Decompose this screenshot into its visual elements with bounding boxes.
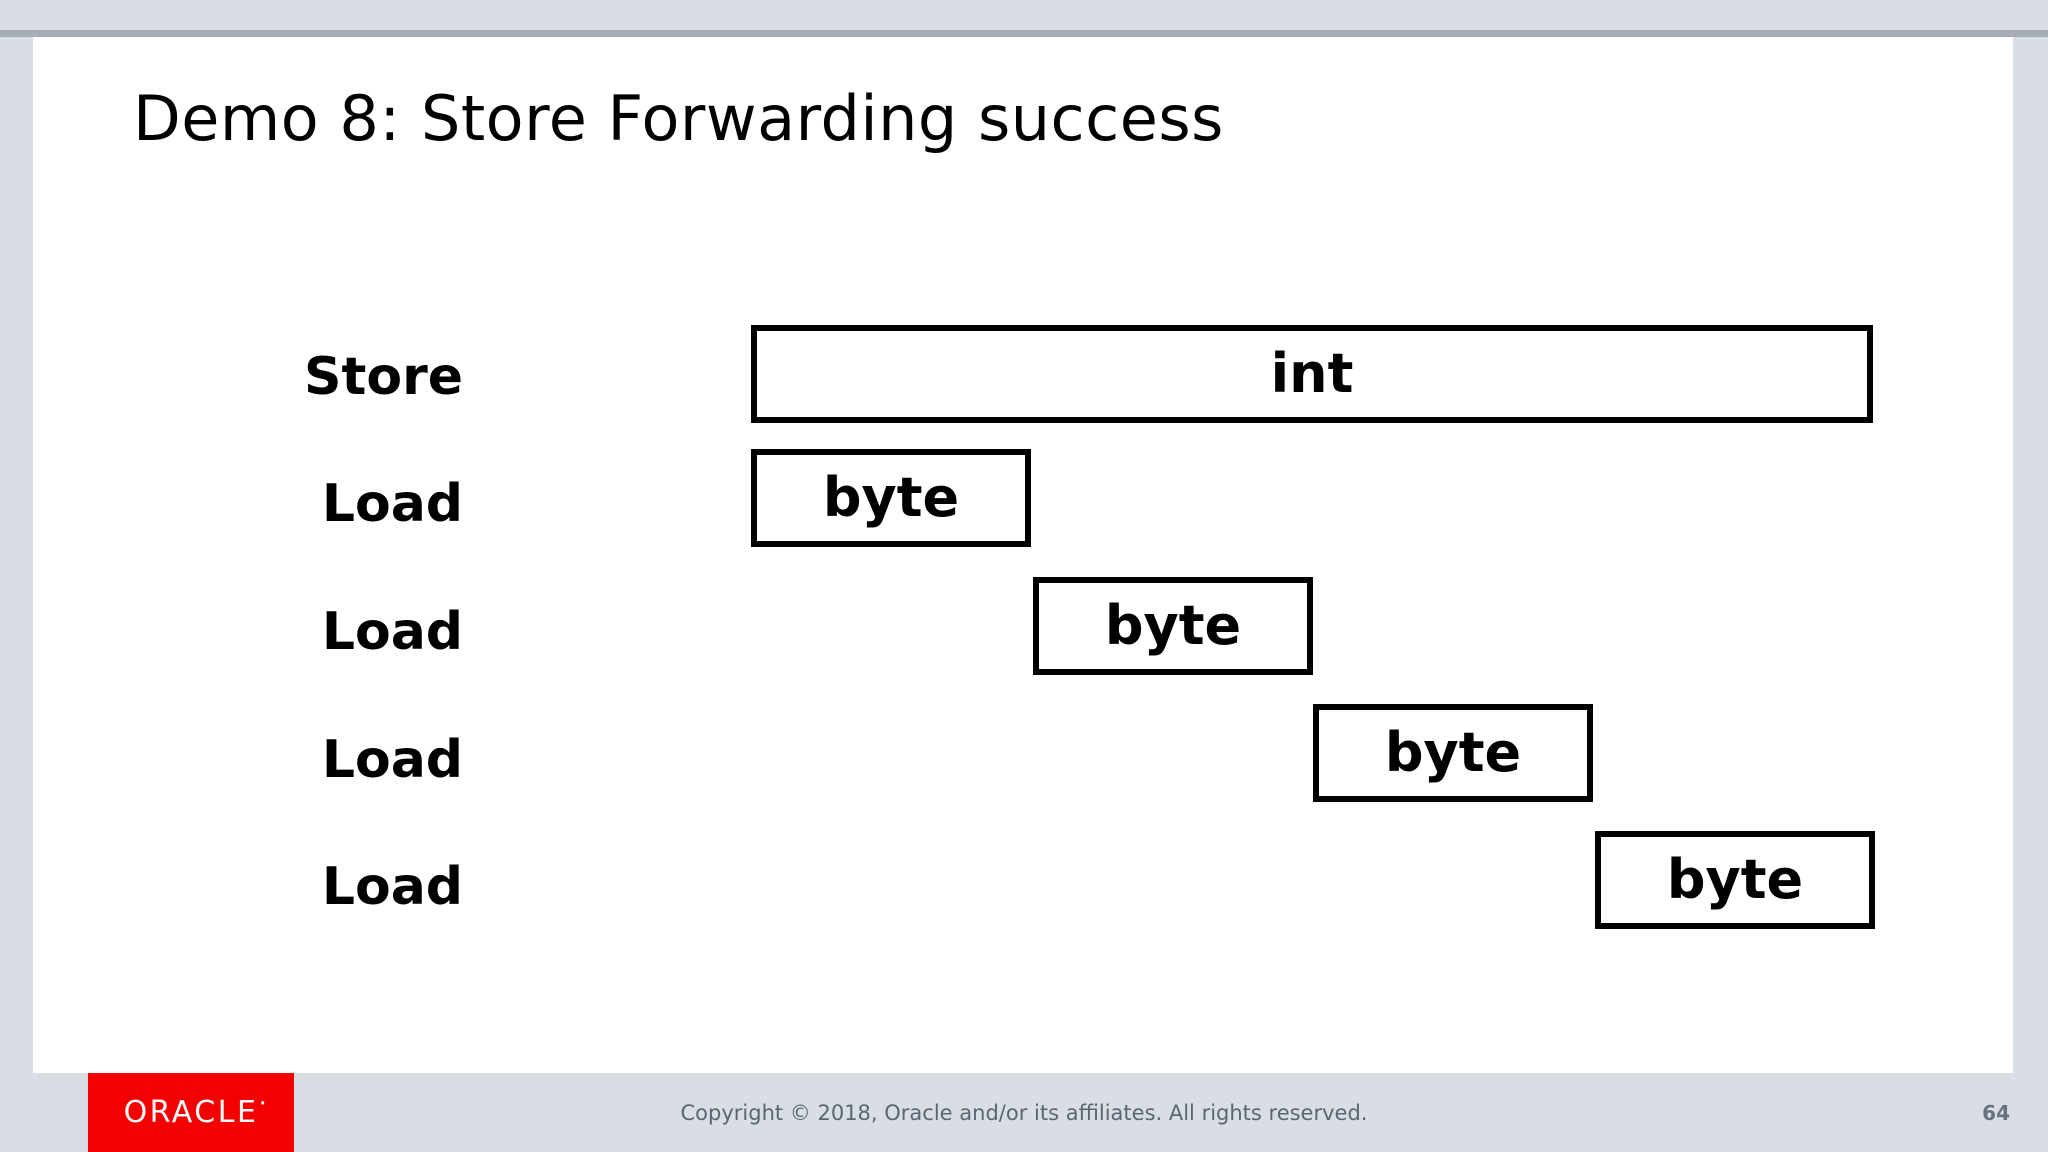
oracle-logo: ORACLE [88, 1073, 294, 1152]
row-label-load-3: Load [321, 730, 463, 790]
memory-box-label: byte [822, 466, 960, 529]
memory-box-label: byte [1384, 721, 1522, 784]
oracle-logo-text: ORACLE [124, 1089, 270, 1130]
memory-box-byte-3: byte [1313, 704, 1593, 802]
row-label-load-4: Load [321, 857, 463, 917]
copyright-text: Copyright © 2018, Oracle and/or its affi… [680, 1100, 1368, 1125]
row-label-load-2: Load [321, 602, 463, 662]
memory-box-byte-4: byte [1595, 831, 1875, 929]
memory-box-byte-1: byte [751, 449, 1031, 547]
memory-box-label: int [1270, 342, 1354, 405]
top-divider-rule [0, 30, 2048, 37]
slide-footer: ORACLE Copyright © 2018, Oracle and/or i… [0, 1073, 2048, 1152]
memory-box-int-0: int [751, 325, 1873, 423]
memory-box-label: byte [1666, 848, 1804, 911]
memory-box-byte-2: byte [1033, 577, 1313, 675]
row-label-load-1: Load [321, 474, 463, 534]
row-label-store-0: Store [304, 347, 463, 407]
page-title: Demo 8: Store Forwarding success [133, 82, 1224, 155]
memory-box-label: byte [1104, 594, 1242, 657]
page-number: 64 [1982, 1100, 2010, 1125]
